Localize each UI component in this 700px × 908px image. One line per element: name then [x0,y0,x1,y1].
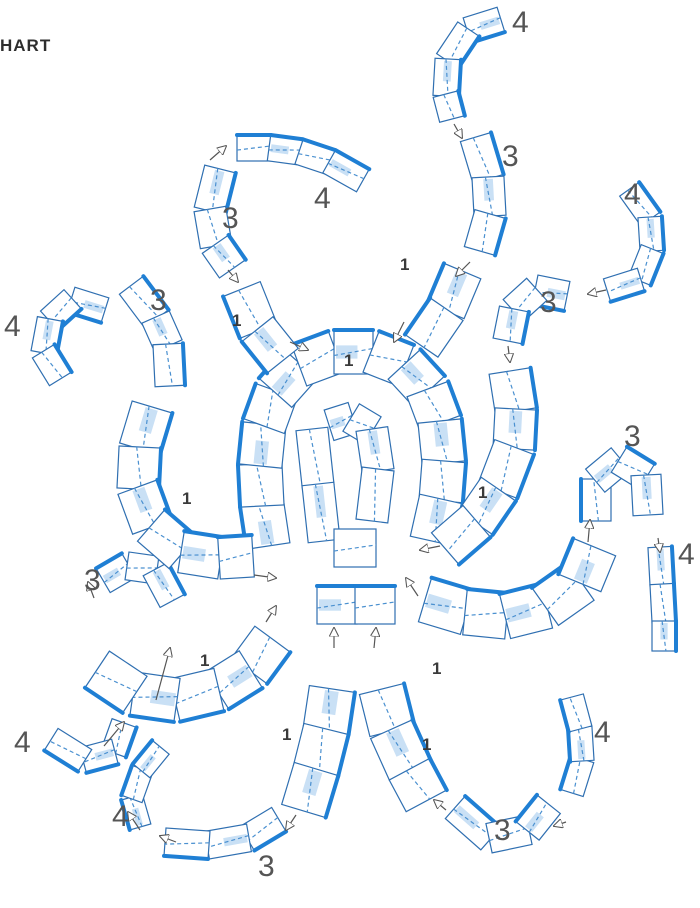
step-number-label: 4 [624,178,641,211]
step-number-label: 4 [594,716,611,749]
center-arch-inner [296,427,340,542]
arm-top-left-4 [237,135,369,192]
arm-left-lower-1 [85,626,290,722]
arm-top-right-1 [405,263,481,357]
motif-square [433,91,465,122]
join-arrow [588,290,606,294]
motif-square [652,621,676,651]
arm-right-lower-4 [648,546,676,651]
arm-bottom-right-1 [359,683,446,811]
motif-square [460,132,503,183]
motif-square [356,467,394,523]
step-number-label: 1 [232,311,241,330]
step-number-label: 3 [222,202,239,235]
step-number-label: 4 [512,6,529,39]
arm-left-lower-4 [44,719,136,773]
join-arrow [554,822,566,826]
step-number-label: 3 [624,420,641,453]
step-number-label: 3 [502,140,519,173]
step-number-label: 3 [540,286,557,319]
step-number-label: 1 [432,659,441,678]
step-number-label: 1 [478,483,487,502]
join-arrow [254,575,276,578]
motif-square [464,210,505,256]
center-bottom-square [334,529,376,567]
join-arrow [454,124,462,138]
step-number-label: 1 [200,651,209,670]
step-number-label: 1 [182,489,191,508]
step-number-label: 3 [84,564,101,597]
join-arrow [420,546,440,550]
join-arrow [434,800,446,810]
join-arrow [286,815,296,830]
motif-square [237,135,271,161]
join-arrow [266,606,276,622]
step-number-label: 3 [494,814,511,847]
motif-square [205,824,252,859]
step-number-label: 4 [112,800,129,833]
step-number-label: 1 [422,735,431,754]
step-number-label: 1 [400,255,409,274]
step-number-label: 4 [14,726,31,759]
step-number-label: 1 [344,351,353,370]
motif-square [238,463,284,507]
motif-square [296,427,334,487]
step-number-label: 4 [4,310,21,343]
step-number-label: 3 [258,850,275,883]
arm-left-upper-4 [31,287,109,385]
motif-square [631,474,663,516]
motif-square [560,694,592,732]
arm-top-right-3 [460,132,506,255]
motif-square [356,427,394,474]
motif-square [650,583,676,623]
motif-square [317,586,357,624]
motif-square [218,535,255,579]
arm-top-right-4 [433,7,505,122]
motif-square [418,419,466,465]
step-number-label: 3 [150,284,167,317]
center-pair [317,586,395,624]
motif-square [648,546,674,586]
motif-square [489,368,537,415]
arm-right-upper-3 [493,275,570,344]
join-arrow [588,520,590,542]
step-number-label: 4 [314,182,331,215]
arm-right-lower-3 [581,447,663,521]
arm-bottom-left-1 [282,686,355,818]
step-number-label: 1 [282,725,291,744]
arm-bottom-right-4 [560,694,594,797]
motif-square [603,268,644,302]
arm-right-lower-1 [418,538,615,639]
motif-square [164,828,210,859]
motif-square [493,306,529,344]
join-arrow [406,578,418,596]
join-arrow [210,146,226,160]
motif-square [355,586,395,624]
join-arrow [508,346,510,362]
join-arrow [374,628,376,648]
motif-square [153,343,185,386]
step-number-label: 4 [678,538,695,571]
join-arrow [228,270,238,282]
motif-square [334,529,376,567]
